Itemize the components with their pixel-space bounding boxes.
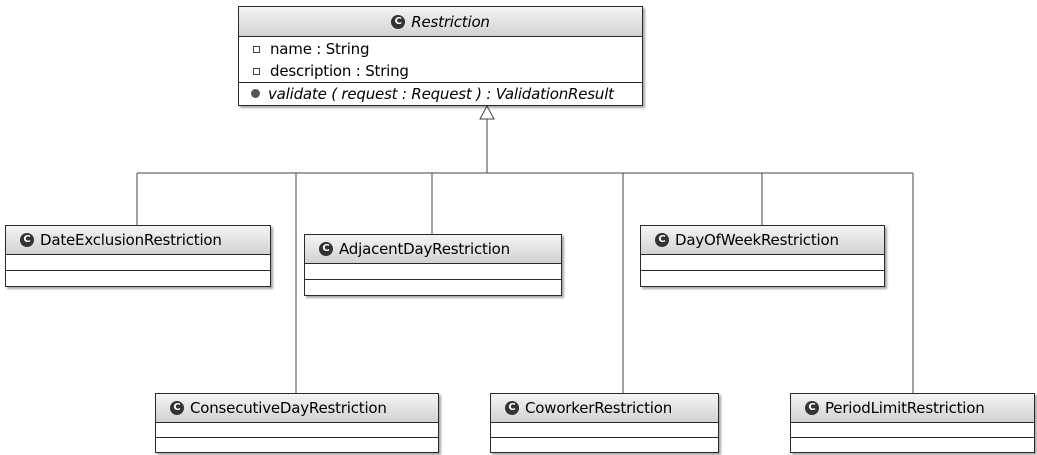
attribute-icon xyxy=(253,45,260,53)
class-icon: C xyxy=(170,401,184,415)
attribute-icon xyxy=(253,67,260,75)
class-icon: C xyxy=(805,401,819,415)
class-name: DayOfWeekRestriction xyxy=(675,231,839,249)
attributes-compartment xyxy=(305,264,561,280)
attributes-compartment xyxy=(491,423,718,438)
operations-compartment xyxy=(305,280,561,295)
period-limit-restriction-class[interactable]: C PeriodLimitRestriction xyxy=(790,393,1035,453)
operations-compartment xyxy=(641,271,884,286)
restriction-class-name: Restriction xyxy=(411,12,490,31)
class-icon: C xyxy=(20,233,34,247)
restriction-class-header: C Restriction xyxy=(239,7,642,37)
class-name: DateExclusionRestriction xyxy=(40,231,222,249)
class-name: CoworkerRestriction xyxy=(525,399,672,417)
class-header: C PeriodLimitRestriction xyxy=(791,394,1034,423)
operations-compartment xyxy=(156,438,438,452)
attribute-name: name : String xyxy=(239,38,642,60)
class-header: C DayOfWeekRestriction xyxy=(641,226,884,255)
attributes-compartment xyxy=(641,255,884,271)
class-icon: C xyxy=(391,14,406,29)
operation-validate-label: validate ( request : Request ) : Validat… xyxy=(268,84,614,103)
attributes-compartment xyxy=(6,255,270,271)
class-header: C DateExclusionRestriction xyxy=(6,226,270,255)
adjacent-day-restriction-class[interactable]: C AdjacentDayRestriction xyxy=(304,234,562,296)
class-name: AdjacentDayRestriction xyxy=(339,240,510,258)
attribute-description: description : String xyxy=(239,60,642,82)
operations-compartment xyxy=(6,271,270,286)
class-name: ConsecutiveDayRestriction xyxy=(190,399,387,417)
class-icon: C xyxy=(655,233,669,247)
class-header: C ConsecutiveDayRestriction xyxy=(156,394,438,423)
operation-validate: validate ( request : Request ) : Validat… xyxy=(239,83,642,104)
attribute-description-label: description : String xyxy=(270,62,409,80)
class-icon: C xyxy=(319,242,333,256)
attribute-name-label: name : String xyxy=(270,40,370,58)
operations-compartment: validate ( request : Request ) : Validat… xyxy=(239,83,642,104)
operation-icon xyxy=(251,89,260,98)
attributes-compartment xyxy=(156,423,438,438)
operations-compartment xyxy=(491,438,718,452)
class-header: C AdjacentDayRestriction xyxy=(305,235,561,264)
attributes-compartment xyxy=(791,423,1034,438)
consecutive-day-restriction-class[interactable]: C ConsecutiveDayRestriction xyxy=(155,393,439,453)
class-name: PeriodLimitRestriction xyxy=(825,399,985,417)
operations-compartment xyxy=(791,438,1034,452)
class-icon: C xyxy=(505,401,519,415)
generalization-arrowhead xyxy=(479,104,495,120)
restriction-class[interactable]: C Restriction name : String description … xyxy=(238,6,643,106)
date-exclusion-restriction-class[interactable]: C DateExclusionRestriction xyxy=(5,225,271,287)
coworker-restriction-class[interactable]: C CoworkerRestriction xyxy=(490,393,719,453)
attributes-compartment: name : String description : String xyxy=(239,37,642,83)
day-of-week-restriction-class[interactable]: C DayOfWeekRestriction xyxy=(640,225,885,287)
class-header: C CoworkerRestriction xyxy=(491,394,718,423)
